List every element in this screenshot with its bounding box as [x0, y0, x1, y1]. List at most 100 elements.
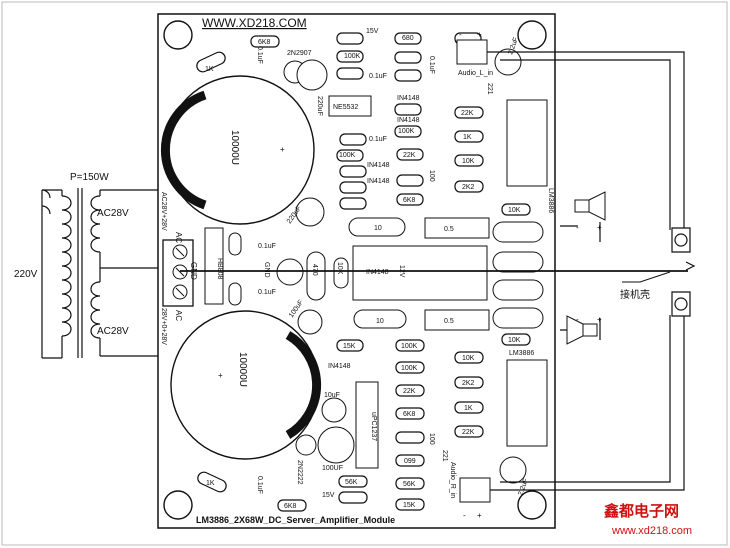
gnd-point: [276, 258, 304, 286]
lbl-cap01-right: 0.1uF: [428, 56, 435, 74]
res-2k2-1: [454, 180, 484, 193]
res-6k8-top: [250, 35, 280, 48]
lbl-10k-4: 10K: [508, 337, 521, 344]
lm3886-bottom: [506, 359, 548, 447]
lbl-100k-4: 100K: [398, 128, 415, 135]
audio-r-label: Audio_R_in: [449, 462, 456, 498]
res-100k-2: [336, 67, 364, 80]
lbl-100-top: 100: [428, 170, 435, 182]
watermark-brand: 鑫都电子网: [603, 502, 679, 520]
lbl-2k2-1: 2K2: [462, 184, 475, 191]
watermark-url: www.xd218.com: [611, 525, 692, 537]
res-10k-vert-label: 10K: [336, 262, 343, 275]
lm3886-top-label: LM3886: [547, 188, 554, 213]
res-6k8-3: [395, 407, 425, 420]
res-05-top-label: 0.5: [444, 226, 454, 233]
res-1k-3: [454, 401, 484, 414]
res-10-top-label: 10: [374, 225, 382, 232]
res-6k8-2: [396, 193, 424, 206]
lbl-6k8-bottom: 6K8: [284, 503, 297, 510]
res-100k-6: [395, 361, 425, 374]
res-mid-b: [394, 69, 422, 82]
in4148-center-label: IN4148: [366, 269, 389, 276]
res-22k-4: [454, 425, 484, 438]
q-top-label: 2N2907: [287, 50, 312, 57]
output-cap-1: [492, 221, 544, 243]
audio-r-minus: -: [463, 511, 466, 520]
main-cap-top-plus: +: [280, 145, 285, 154]
lbl-221-bottom: 221: [441, 450, 448, 462]
lbl-in4148-mid2: IN4148: [367, 178, 390, 185]
cap-470: [306, 251, 326, 301]
bridge-rectifier: [204, 227, 224, 305]
res-misc-1: [339, 133, 367, 146]
speaker-bottom: [566, 315, 598, 345]
res-15k: [336, 339, 364, 352]
opamp-ne5532: [328, 95, 372, 117]
lbl-100k-6: 100K: [401, 365, 418, 372]
diode-15v-top: [336, 32, 364, 45]
main-cap-bottom-label: 10000U: [237, 352, 248, 387]
lbl-15k-2: 15K: [403, 502, 416, 509]
ac-terminal-block: [162, 239, 194, 307]
output-cap-4: [492, 307, 544, 329]
res-mid-c: [396, 174, 424, 187]
lbl-15k: 15K: [343, 343, 356, 350]
cap-01-top-label: 0.1uF: [256, 46, 263, 64]
res-100k-3: [336, 149, 364, 162]
upc1237-label: uPC1237: [370, 412, 377, 441]
opamp-label: NE5532: [333, 104, 358, 111]
diode-15v-bottom: [338, 491, 368, 504]
res-misc-2: [339, 197, 367, 210]
secondary-bottom-voltage: AC28V: [97, 326, 129, 337]
lbl-56k-2: 56K: [403, 481, 416, 488]
regulator-block: [352, 245, 488, 301]
output-cap-3: [492, 279, 544, 301]
bridge-label: HB808: [216, 258, 223, 280]
lbl-56k-1: 56K: [345, 479, 358, 486]
transformer-power: P=150W: [70, 172, 109, 183]
lbl-1k-3: 1K: [464, 405, 473, 412]
cap-220-top-label: 220uF: [316, 96, 323, 116]
cap-01-bottom-label: 0.1uF: [256, 476, 263, 494]
lbl-221-top: 221: [486, 83, 493, 95]
lbl-in4148-mid1: IN4148: [367, 162, 390, 169]
cap-01-bridge-bottom: [228, 282, 242, 306]
terminal-side-bottom: 28V+0+28V: [160, 308, 167, 345]
cap-220-top: [296, 59, 328, 91]
mount-hole-br: [517, 490, 547, 520]
cap-22-top: [494, 48, 522, 76]
main-capacitor-bottom: 10000U +: [170, 310, 322, 460]
res-10k-4: [501, 333, 531, 346]
terminal-ac-top: AC: [174, 232, 183, 243]
lbl-100-bottom: 100: [428, 433, 435, 445]
primary-voltage: 220V: [14, 269, 38, 280]
res-1k-2: [454, 130, 484, 143]
lbl-10k-2: 10K: [508, 207, 521, 214]
res-22k-3: [395, 384, 425, 397]
lbl-6k8-3: 6K8: [403, 411, 416, 418]
lbl-in4148-b: IN4148: [397, 117, 420, 124]
diode-mid-2: [339, 181, 367, 194]
lbl-1k-2: 1K: [463, 134, 472, 141]
lm3886-bottom-label: LM3886: [509, 350, 534, 357]
lbl-680: 680: [402, 35, 414, 42]
lbl-10k-3: 10K: [462, 355, 475, 362]
diode-in4148-top: [394, 103, 422, 116]
res-6k8-bottom: [277, 499, 307, 512]
lbl-22k-1: 22K: [403, 152, 416, 159]
res-05-top: [424, 217, 490, 239]
res-1k-bottom: [197, 471, 227, 493]
res-10k-2: [501, 203, 531, 216]
res-2k2-2: [454, 376, 484, 389]
audio-l-label: Audio_L_in: [458, 70, 493, 77]
speaker-bottom-plus: +: [597, 315, 602, 324]
res-56k-1: [338, 475, 368, 488]
res-100k-5: [395, 339, 425, 352]
lbl-6k8-2: 6K8: [403, 197, 416, 204]
chassis-label: 接机壳: [620, 288, 650, 301]
speaker-top: [574, 191, 606, 221]
terminal-side-top: AC28V+28V: [160, 192, 167, 231]
